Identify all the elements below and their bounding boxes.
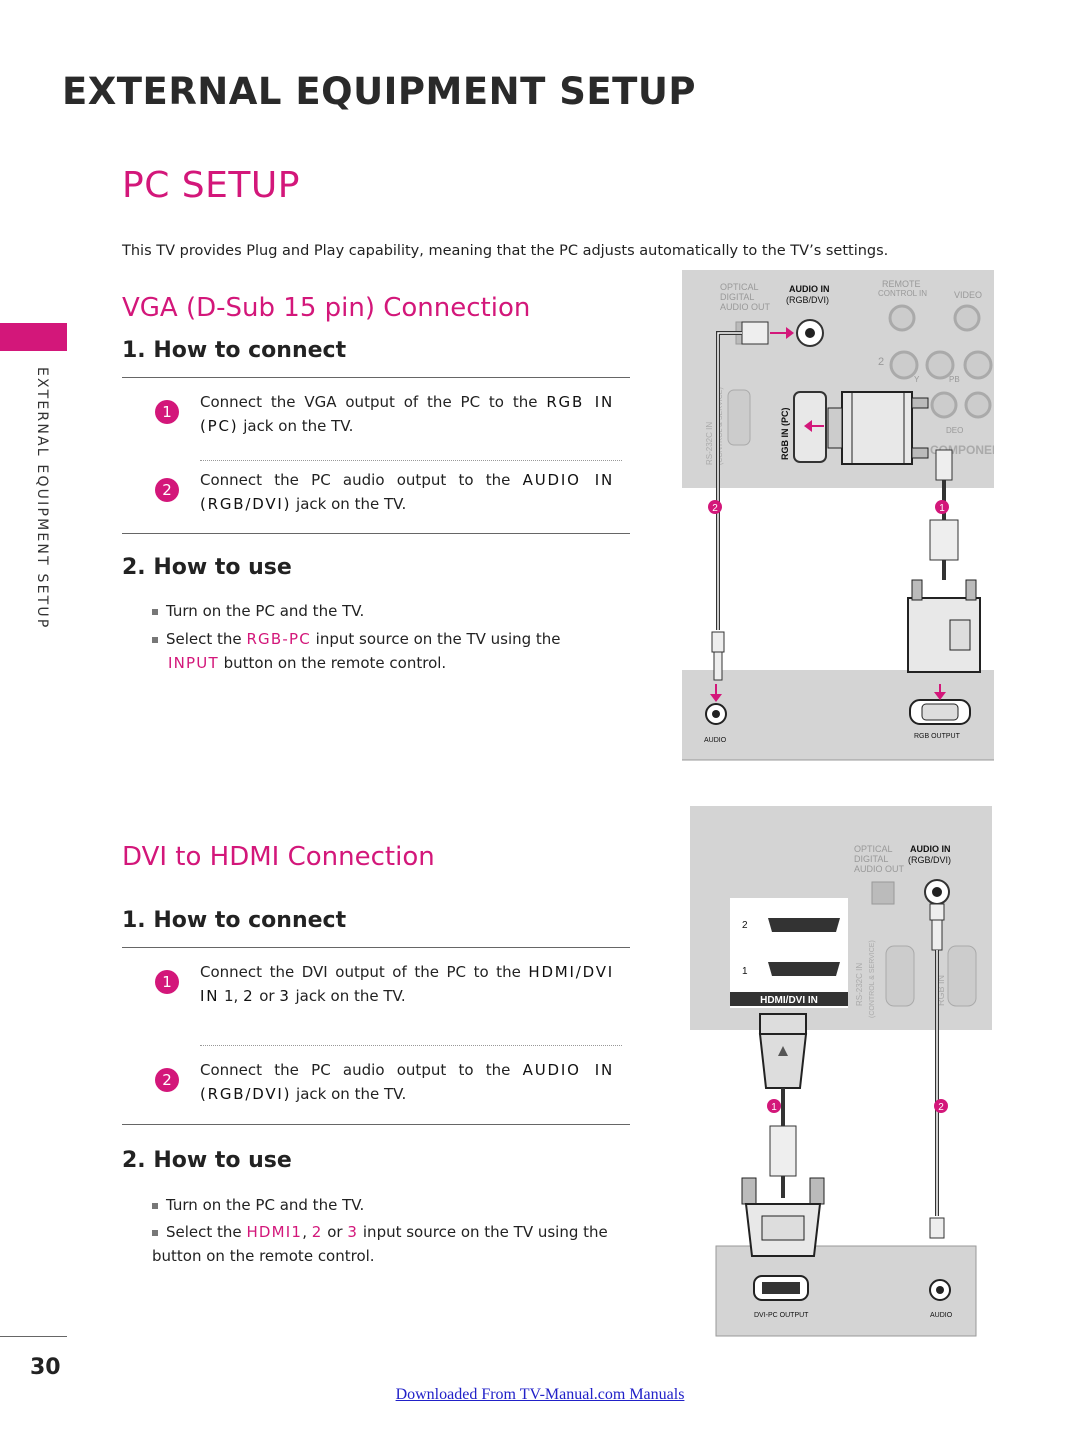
label-digital: DIGITAL bbox=[720, 292, 754, 302]
svg-text:2: 2 bbox=[938, 1102, 944, 1113]
svg-text:1: 1 bbox=[742, 966, 748, 977]
svg-text:1: 1 bbox=[939, 503, 945, 514]
divider bbox=[122, 377, 630, 378]
svg-text:AUDIO: AUDIO bbox=[930, 1312, 953, 1319]
vga-section-title: VGA (D-Sub 15 pin) Connection bbox=[122, 293, 531, 323]
svg-text:(CONTROL & SERVICE): (CONTROL & SERVICE) bbox=[869, 940, 876, 1018]
label-control-in: CONTROL IN bbox=[878, 289, 927, 298]
bullet-icon bbox=[152, 608, 158, 615]
side-section-label: EXTERNAL EQUIPMENT SETUP bbox=[34, 367, 50, 630]
svg-text:(RGB/DVI): (RGB/DVI) bbox=[908, 855, 951, 865]
label-remote: REMOTE bbox=[882, 279, 921, 289]
side-tab-marker bbox=[0, 323, 67, 351]
svg-text:DVI-PC OUTPUT: DVI-PC OUTPUT bbox=[754, 1312, 809, 1319]
svg-text:RS-232C IN: RS-232C IN bbox=[705, 422, 714, 465]
dvi-step-2: Connect the PC audio output to the AUDIO… bbox=[200, 1061, 614, 1103]
label-hdmi-dvi-in: HDMI/DVI IN bbox=[760, 995, 818, 1006]
highlight: AUDIO IN (RGB/DVI) bbox=[200, 1061, 614, 1103]
highlight: AUDIO IN (RGB/DVI) bbox=[200, 471, 614, 513]
dvi-how-to-connect: 1. How to connect bbox=[122, 908, 347, 933]
svg-text:RS-232C IN: RS-232C IN bbox=[855, 963, 864, 1006]
page-number: 30 bbox=[30, 1355, 61, 1380]
svg-text:2: 2 bbox=[742, 920, 748, 931]
page-number-rule bbox=[0, 1336, 67, 1337]
step-badge: 2 bbox=[155, 478, 179, 502]
hdmi-port-2 bbox=[768, 918, 840, 932]
step-marker-1 bbox=[935, 500, 949, 514]
svg-text:2: 2 bbox=[712, 503, 718, 514]
dvi-section-title: DVI to HDMI Connection bbox=[122, 842, 435, 872]
svg-text:RGB IN: RGB IN bbox=[936, 975, 946, 1006]
audio-plug-tv bbox=[741, 321, 769, 345]
vga-how-to-connect: 1. How to connect bbox=[122, 338, 347, 363]
vga-use-1: Turn on the PC and the TV. bbox=[152, 599, 364, 623]
dvi-hdmi-connection-diagram: OPTICAL DIGITAL AUDIO OUT AUDIO IN (RGB/… bbox=[690, 806, 992, 1337]
header-title: EXTERNAL EQUIPMENT SETUP bbox=[62, 70, 697, 113]
label-audio-out: AUDIO OUT bbox=[720, 302, 771, 312]
step-badge: 1 bbox=[155, 970, 179, 994]
vga-step-1: Connect the VGA output of the PC to the … bbox=[200, 393, 614, 435]
svg-text:OPTICAL: OPTICAL bbox=[854, 844, 893, 854]
label-rgb-output: RGB OUTPUT bbox=[914, 733, 961, 740]
divider bbox=[122, 1124, 630, 1125]
step-badge: 2 bbox=[155, 1068, 179, 1092]
bullet-icon bbox=[152, 1202, 158, 1209]
label-rgb-in-pc: RGB IN (PC) bbox=[780, 408, 790, 461]
vga-plug bbox=[841, 391, 913, 465]
label-audio-in: AUDIO IN bbox=[910, 844, 951, 854]
download-source-link[interactable]: Downloaded From TV-Manual.com Manuals bbox=[395, 1386, 685, 1403]
dotted-divider bbox=[200, 460, 622, 461]
bullet-icon bbox=[152, 636, 158, 643]
step-marker-2 bbox=[708, 500, 722, 514]
vga-connection-diagram: OPTICAL DIGITAL AUDIO OUT AUDIO IN (RGB/… bbox=[682, 270, 994, 761]
label-audio-in: AUDIO IN bbox=[789, 284, 830, 294]
divider bbox=[122, 947, 630, 948]
svg-text:DIGITAL: DIGITAL bbox=[854, 854, 888, 864]
vga-how-to-use: 2. How to use bbox=[122, 555, 292, 580]
highlight: RGB IN (PC) bbox=[200, 393, 614, 435]
dvi-step-1: Connect the DVI output of the PC to the … bbox=[200, 963, 614, 1005]
highlight: INPUT bbox=[168, 654, 219, 672]
hdmi-block bbox=[730, 898, 848, 1008]
label-pc-audio: AUDIO bbox=[704, 737, 727, 744]
label-rgb-dvi: (RGB/DVI) bbox=[786, 295, 829, 305]
highlight: HDMI1 bbox=[246, 1223, 303, 1241]
vga-use-2: Select the RGB-PC input source on the TV… bbox=[152, 627, 592, 675]
svg-text:PB: PB bbox=[949, 375, 960, 384]
hdmi-port-1 bbox=[768, 962, 840, 976]
label-optical: OPTICAL bbox=[720, 282, 759, 292]
step-badge: 1 bbox=[155, 400, 179, 424]
svg-text:AUDIO OUT: AUDIO OUT bbox=[854, 864, 905, 874]
dvi-use-1: Turn on the PC and the TV. bbox=[152, 1193, 364, 1217]
dvi-use-2: Select the HDMI1, 2 or 3 input source on… bbox=[152, 1223, 608, 1265]
svg-text:2: 2 bbox=[878, 356, 884, 368]
label-video: VIDEO bbox=[954, 290, 982, 300]
svg-text:1: 1 bbox=[771, 1102, 777, 1113]
vga-step-2: Connect the PC audio output to the AUDIO… bbox=[200, 471, 614, 513]
svg-text:DEO: DEO bbox=[946, 426, 963, 435]
dotted-divider bbox=[200, 1045, 622, 1046]
page-title: PC SETUP bbox=[122, 165, 300, 206]
highlight: RGB-PC bbox=[246, 630, 311, 648]
divider bbox=[122, 533, 630, 534]
bullet-icon bbox=[152, 1229, 158, 1236]
highlight: HDMI/DVI IN bbox=[200, 963, 614, 1005]
dvi-how-to-use: 2. How to use bbox=[122, 1148, 292, 1173]
svg-text:Y: Y bbox=[914, 375, 920, 384]
svg-text:(CONTROL & SERVICE): (CONTROL & SERVICE) bbox=[717, 387, 724, 465]
intro-text: This TV provides Plug and Play capabilit… bbox=[122, 243, 889, 259]
